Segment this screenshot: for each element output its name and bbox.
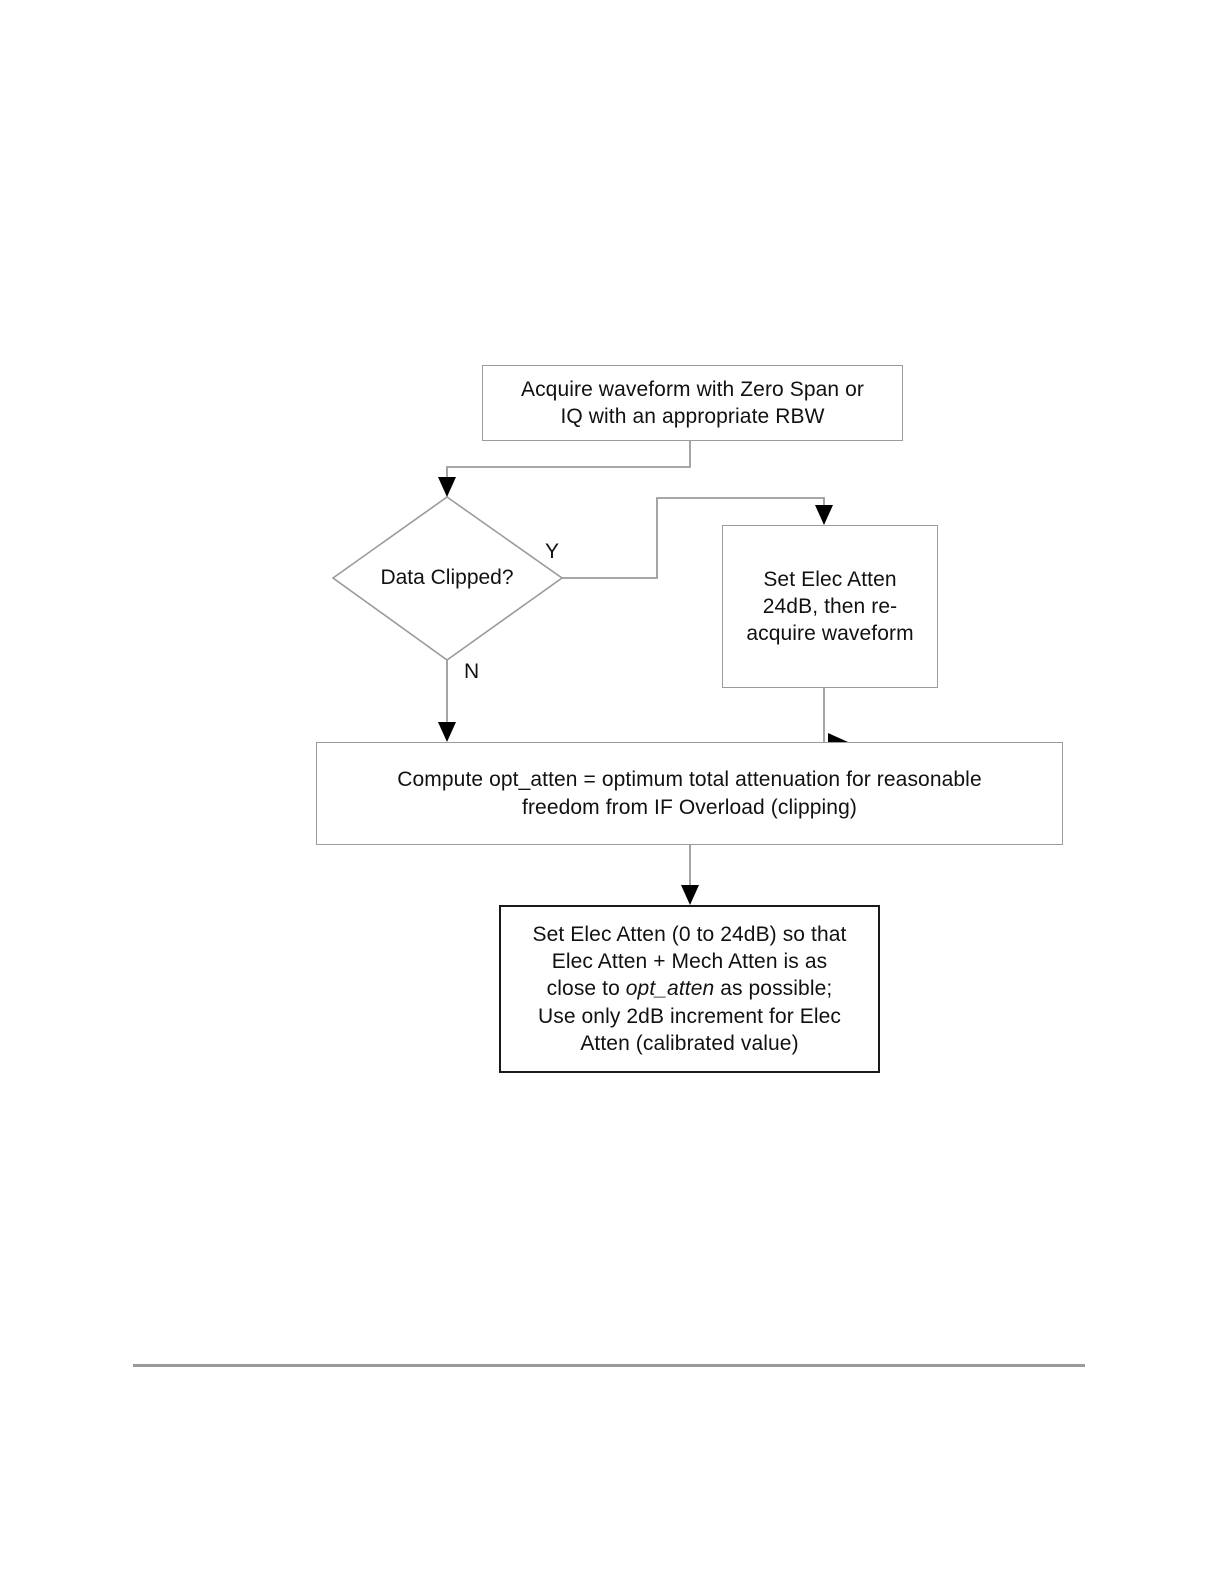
edge-decision-yes	[562, 497, 833, 579]
footer-divider	[133, 1364, 1085, 1367]
edge-acquire-to-decision	[438, 441, 691, 497]
node-set-elec-atten-24db-label: Set Elec Atten 24dB, then re- acquire wa…	[746, 567, 914, 646]
edge-compute-to-final	[681, 845, 699, 905]
final-line-1: Set Elec Atten (0 to 24dB) so that	[532, 922, 847, 946]
node-compute-opt-atten: Compute opt_atten = optimum total attenu…	[316, 742, 1063, 845]
edge-label-no: N	[464, 660, 480, 683]
edge-label-yes: Y	[545, 540, 560, 563]
final-line-3-pre: close to	[546, 977, 626, 1001]
node-compute-opt-atten-label: Compute opt_atten = optimum total attenu…	[397, 768, 982, 819]
node-data-clipped-label: Data Clipped?	[380, 566, 514, 589]
node-acquire-waveform: Acquire waveform with Zero Span or IQ wi…	[482, 365, 903, 441]
final-line-4: Use only 2dB increment for Elec	[537, 1004, 842, 1028]
final-line-5: Atten (calibrated value)	[580, 1031, 799, 1055]
final-line-3-emphasis: opt_atten	[625, 977, 715, 1001]
final-line-2: Elec Atten + Mech Atten is as	[551, 950, 828, 974]
node-set-elec-atten-24db: Set Elec Atten 24dB, then re- acquire wa…	[722, 525, 938, 688]
node-acquire-waveform-label: Acquire waveform with Zero Span or IQ wi…	[520, 377, 865, 428]
edge-decision-no	[438, 660, 456, 742]
final-line-3-post: as possible;	[714, 977, 833, 1001]
